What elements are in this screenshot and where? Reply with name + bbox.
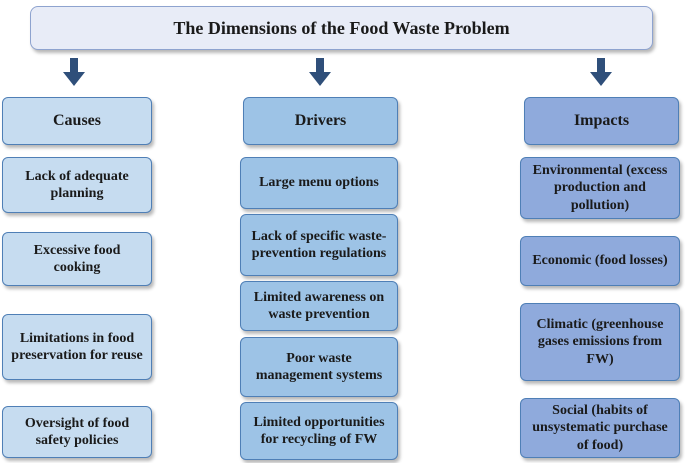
- cause-item-cooking: Excessive food cooking: [2, 232, 152, 286]
- impact-item-environmental: Environmental (excess production and pol…: [520, 157, 680, 219]
- driver-item-awareness: Limited awareness on waste prevention: [240, 281, 398, 331]
- header-impacts: Impacts: [524, 97, 679, 145]
- impact-item-climatic: Climatic (greenhouse gases emissions fro…: [520, 303, 680, 381]
- impact-item-social: Social (habits of unsystematic purchase …: [520, 398, 680, 458]
- header-causes: Causes: [2, 97, 152, 145]
- cause-item-safety-policies: Oversight of food safety policies: [2, 406, 152, 458]
- driver-item-recycling: Limited opportunities for recycling of F…: [240, 402, 398, 460]
- arrow-down-icon-drivers: [309, 58, 331, 86]
- arrow-down-icon-impacts: [590, 58, 612, 86]
- header-drivers: Drivers: [243, 97, 398, 145]
- driver-item-menu-options: Large menu options: [240, 157, 398, 209]
- arrow-down-icon-causes: [63, 58, 85, 86]
- driver-item-management: Poor waste management systems: [240, 337, 398, 397]
- driver-item-regulations: Lack of specific waste-prevention regula…: [240, 214, 398, 276]
- impact-item-economic: Economic (food losses): [520, 236, 680, 286]
- cause-item-planning: Lack of adequate planning: [2, 157, 152, 213]
- diagram-title: The Dimensions of the Food Waste Problem: [30, 6, 653, 50]
- cause-item-preservation: Limitations in food preservation for reu…: [2, 314, 152, 380]
